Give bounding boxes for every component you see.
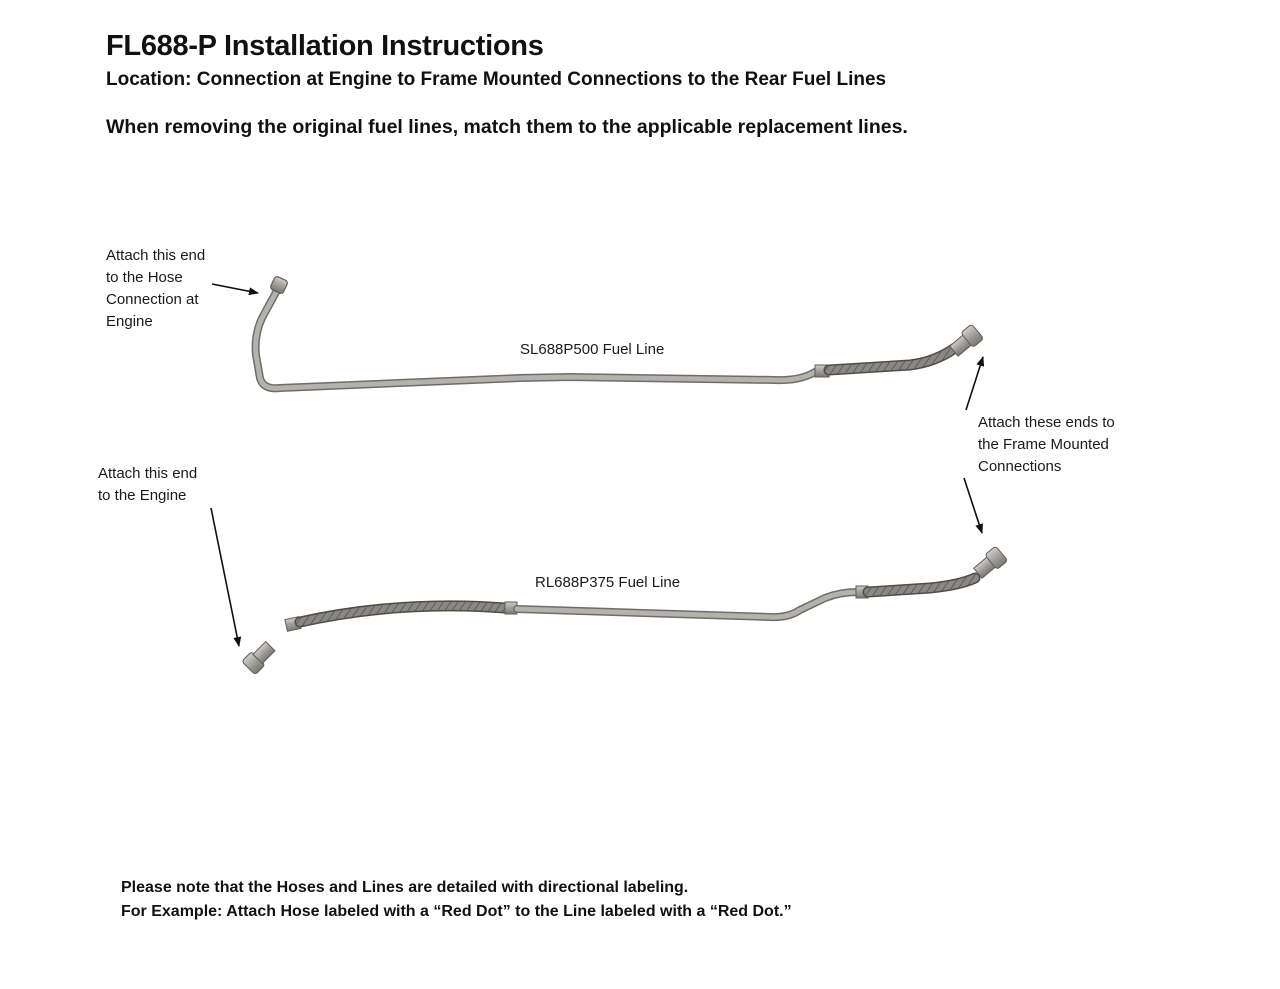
callout-engine: Attach this end to the Engine [98,465,198,504]
page-title: FL688-P Installation Instructions [106,30,544,62]
footer-note-line1: Please note that the Hoses and Lines are… [121,879,689,896]
arrow-to-lower-engine-end [210,507,242,647]
upper-frame-end-fitting [949,324,984,357]
upper-hard-tube [251,281,819,393]
callout-frame-connections: Attach these ends to the Frame Mounted C… [978,414,1115,475]
lower-frame-end-fitting [973,546,1008,579]
arrow-to-lower-frame-end [963,477,984,534]
instruction-text: When removing the original fuel lines, m… [106,116,908,138]
footer-note-line2: For Example: Attach Hose labeled with a … [121,903,792,920]
upper-engine-end-fitting [270,276,288,294]
upper-part-label: SL688P500 Fuel Line [520,341,665,358]
location-subtitle: Location: Connection at Engine to Frame … [106,69,887,90]
lower-part-label: RL688P375 Fuel Line [535,574,681,591]
upper-fuel-line [251,276,984,393]
callout-hose-engine: Attach this end to the Hose Connection a… [106,247,206,330]
lower-engine-end-fitting [242,640,276,675]
lower-fuel-line [242,546,1008,675]
arrow-to-upper-frame-end [965,356,985,411]
arrow-to-upper-engine-end [211,283,259,296]
